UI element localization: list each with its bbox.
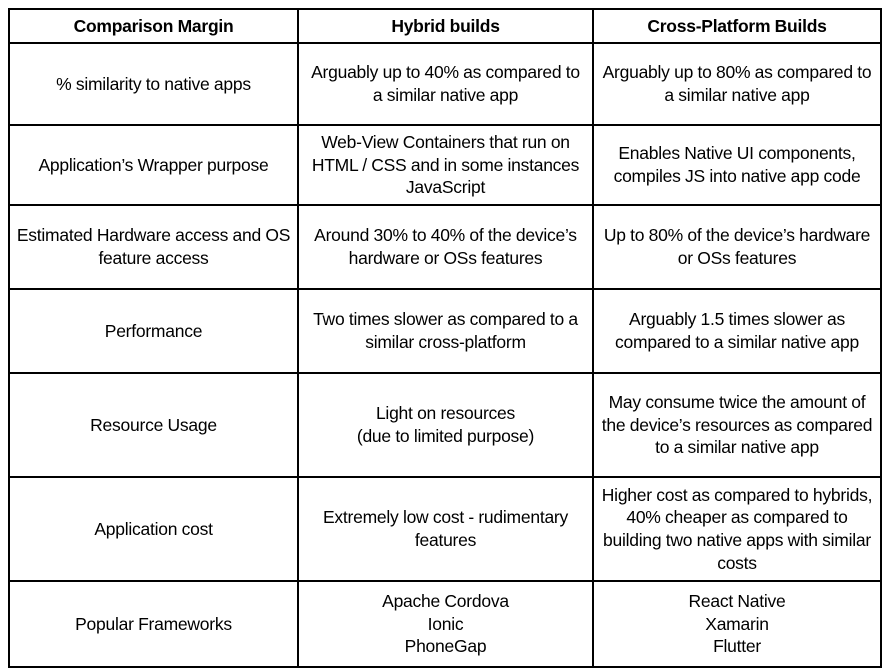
- cell-cross-text: Up to 80% of the device’s hardware or OS…: [603, 225, 871, 268]
- cell-cross-text: React Native Xamarin Flutter: [688, 590, 786, 657]
- table-header-row: Comparison Margin Hybrid builds Cross-Pl…: [8, 8, 882, 44]
- cell-margin-text: Resource Usage: [90, 414, 217, 435]
- cell-margin: Popular Frameworks: [8, 580, 299, 668]
- cell-cross: Enables Native UI components, compiles J…: [592, 124, 882, 206]
- cell-hybrid-text: Two times slower as compared to a simila…: [313, 309, 578, 352]
- table-row: Application’s Wrapper purpose Web-View C…: [8, 124, 882, 206]
- column-header-cross-platform-builds: Cross-Platform Builds: [592, 8, 882, 44]
- cell-cross: Higher cost as compared to hybrids, 40% …: [592, 476, 882, 582]
- cell-cross: May consume twice the amount of the devi…: [592, 372, 882, 478]
- comparison-table: Comparison Margin Hybrid builds Cross-Pl…: [8, 8, 882, 668]
- table-row: % similarity to native apps Arguably up …: [8, 42, 882, 126]
- cell-hybrid: Extremely low cost - rudimentary feature…: [297, 476, 594, 582]
- cell-hybrid: Light on resources (due to limited purpo…: [297, 372, 594, 478]
- column-header-cross-platform-builds-label: Cross-Platform Builds: [647, 15, 827, 36]
- table-body: % similarity to native apps Arguably up …: [8, 42, 882, 668]
- table-row: Popular Frameworks Apache Cordova Ionic …: [8, 580, 882, 668]
- table-row: Estimated Hardware access and OS feature…: [8, 204, 882, 290]
- cell-margin-text: Popular Frameworks: [75, 613, 232, 634]
- cell-hybrid: Web-View Containers that run on HTML / C…: [297, 124, 594, 206]
- table-row: Application cost Extremely low cost - ru…: [8, 476, 882, 582]
- cell-hybrid-text: Web-View Containers that run on HTML / C…: [311, 131, 580, 198]
- cell-hybrid-text: Apache Cordova Ionic PhoneGap: [382, 590, 509, 657]
- cell-margin: % similarity to native apps: [8, 42, 299, 126]
- cell-margin: Performance: [8, 288, 299, 374]
- column-header-comparison-margin: Comparison Margin: [8, 8, 299, 44]
- cell-margin-text: Performance: [104, 320, 203, 341]
- cell-hybrid-text: Arguably up to 40% as compared to a simi…: [311, 62, 580, 105]
- cell-cross-text: Arguably 1.5 times slower as compared to…: [615, 309, 859, 352]
- cell-hybrid-text: Extremely low cost - rudimentary feature…: [322, 507, 569, 550]
- table-header: Comparison Margin Hybrid builds Cross-Pl…: [8, 8, 882, 44]
- cell-hybrid: Two times slower as compared to a simila…: [297, 288, 594, 374]
- cell-cross-text: May consume twice the amount of the devi…: [601, 391, 873, 458]
- cell-margin-text: Application’s Wrapper purpose: [38, 154, 269, 175]
- cell-cross: Arguably up to 80% as compared to a simi…: [592, 42, 882, 126]
- table-row: Resource Usage Light on resources (due t…: [8, 372, 882, 478]
- cell-margin-text: Application cost: [94, 518, 213, 539]
- column-header-comparison-margin-label: Comparison Margin: [73, 15, 234, 36]
- cell-margin-text: % similarity to native apps: [56, 73, 251, 94]
- cell-hybrid: Around 30% to 40% of the device’s hardwa…: [297, 204, 594, 290]
- cell-margin: Estimated Hardware access and OS feature…: [8, 204, 299, 290]
- cell-cross: Up to 80% of the device’s hardware or OS…: [592, 204, 882, 290]
- cell-cross: React Native Xamarin Flutter: [592, 580, 882, 668]
- cell-cross-text: Enables Native UI components, compiles J…: [613, 143, 861, 186]
- column-header-hybrid-builds: Hybrid builds: [297, 8, 594, 44]
- cell-margin-text: Estimated Hardware access and OS feature…: [16, 225, 291, 268]
- cell-margin: Resource Usage: [8, 372, 299, 478]
- cell-cross-text: Arguably up to 80% as compared to a simi…: [602, 62, 872, 105]
- cell-hybrid-text: Light on resources (due to limited purpo…: [356, 403, 535, 446]
- cell-hybrid-text: Around 30% to 40% of the device’s hardwa…: [314, 225, 577, 268]
- cell-margin: Application cost: [8, 476, 299, 582]
- table-row: Performance Two times slower as compared…: [8, 288, 882, 374]
- cell-cross-text: Higher cost as compared to hybrids, 40% …: [601, 484, 873, 573]
- cell-cross: Arguably 1.5 times slower as compared to…: [592, 288, 882, 374]
- column-header-hybrid-builds-label: Hybrid builds: [391, 15, 500, 36]
- cell-hybrid: Arguably up to 40% as compared to a simi…: [297, 42, 594, 126]
- cell-hybrid: Apache Cordova Ionic PhoneGap: [297, 580, 594, 668]
- cell-margin: Application’s Wrapper purpose: [8, 124, 299, 206]
